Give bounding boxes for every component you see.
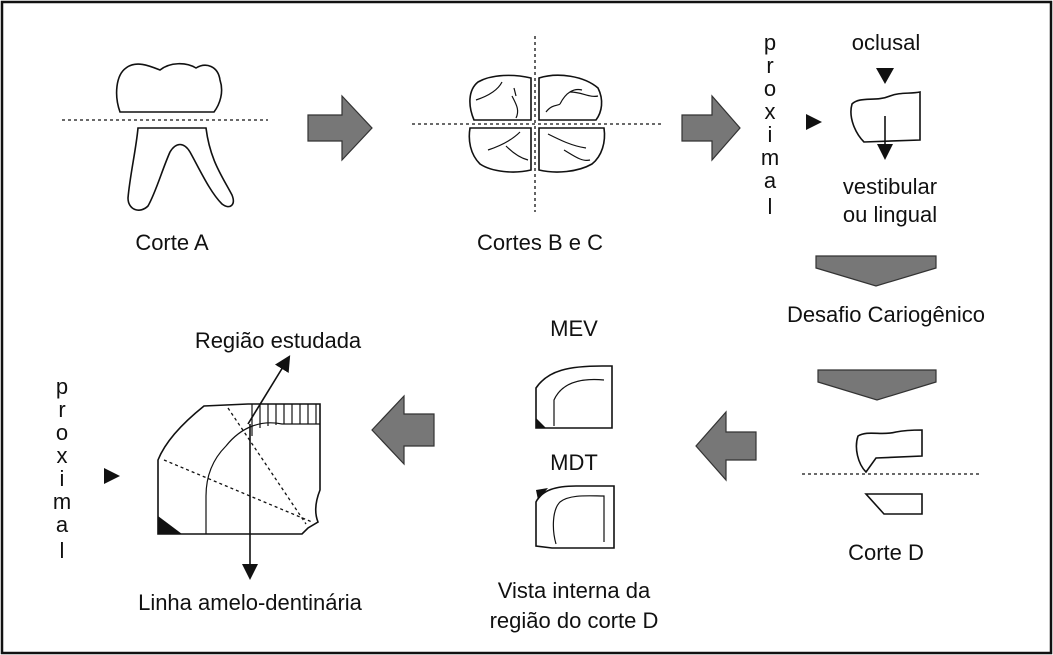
svg-text:m: m: [53, 489, 71, 514]
flow-arrow-down-1: [815, 255, 937, 287]
oclusal-pointer: [876, 68, 894, 84]
svg-text:o: o: [764, 76, 776, 101]
label-vestibular: vestibular: [843, 174, 937, 199]
label-linha-amelo-dentinaria: Linha amelo-dentinária: [138, 590, 363, 615]
flow-arrow-2: [681, 94, 741, 162]
flow-arrow-down-2: [817, 369, 937, 401]
corte-d-upper-piece: [855, 429, 923, 474]
proximal-label-bottom: p r o x i m a l: [53, 374, 71, 563]
tooth-root-a: [127, 127, 235, 211]
mev-specimen: [535, 365, 613, 429]
svg-text:p: p: [56, 374, 68, 399]
label-mev: MEV: [550, 316, 598, 341]
label-regiao-estudada: Região estudada: [195, 328, 362, 353]
label-corte-a: Corte A: [135, 230, 209, 255]
label-ou-lingual: ou lingual: [843, 202, 937, 227]
svg-text:l: l: [768, 194, 773, 219]
svg-text:l: l: [60, 538, 65, 563]
label-vista-1: Vista interna da: [498, 578, 651, 603]
svg-text:x: x: [57, 443, 68, 468]
label-cortes-bc: Cortes B e C: [477, 230, 603, 255]
label-mdt: MDT: [550, 450, 598, 475]
section-specimen-top: [850, 91, 921, 143]
proximal-pointer-top: [806, 114, 822, 130]
svg-text:p: p: [764, 30, 776, 55]
svg-text:a: a: [764, 168, 777, 193]
tooth-quadrants: [468, 74, 606, 173]
svg-text:m: m: [761, 145, 779, 170]
enlarged-section: [157, 403, 321, 535]
svg-text:i: i: [768, 122, 773, 147]
flow-arrow-1: [307, 94, 373, 162]
regiao-pointer-arrow: [247, 355, 291, 425]
svg-text:i: i: [60, 466, 65, 491]
svg-text:o: o: [56, 420, 68, 445]
label-vista-2: região do corte D: [490, 608, 659, 633]
label-corte-d: Corte D: [848, 540, 924, 565]
flow-arrow-left-1: [695, 410, 757, 482]
corte-d-lower-piece: [864, 493, 923, 515]
proximal-label-top: p r o x i m a l: [761, 30, 779, 219]
mdt-specimen: [535, 485, 615, 549]
tooth-crown-a: [115, 62, 223, 113]
svg-text:x: x: [765, 99, 776, 124]
label-desafio: Desafio Cariogênico: [787, 302, 985, 327]
proximal-pointer-bottom: [104, 468, 120, 484]
svg-text:r: r: [58, 397, 65, 422]
svg-text:a: a: [56, 512, 69, 537]
flow-arrow-left-2: [371, 394, 435, 466]
svg-text:r: r: [766, 53, 773, 78]
label-oclusal: oclusal: [852, 30, 920, 55]
